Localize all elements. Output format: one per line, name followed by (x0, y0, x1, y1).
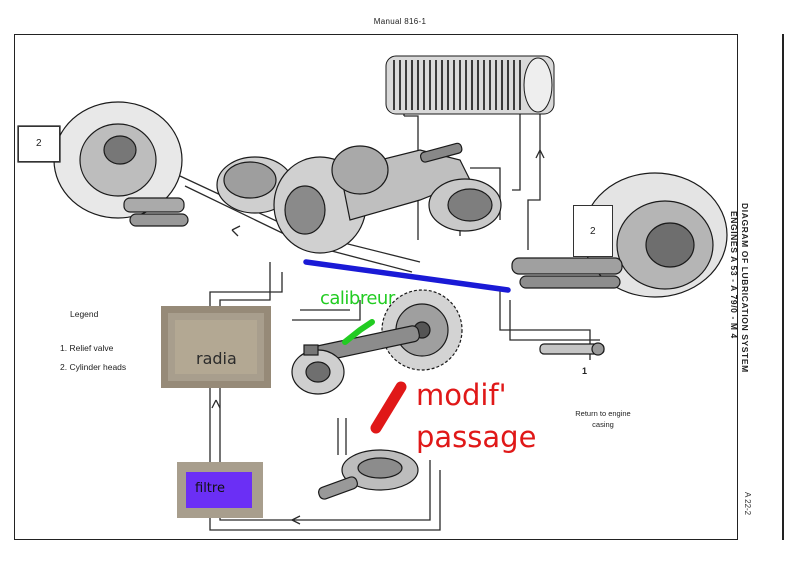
cylinder-head-label-left: 2 (18, 126, 60, 162)
radia-callout: radia (161, 306, 271, 388)
radia-callout-inner (175, 320, 257, 374)
cylinder-head-number-right: 2 (590, 226, 596, 237)
blue-mark-line (303, 259, 511, 293)
modif-annotation-line-1: modif' (416, 378, 507, 412)
return-note: Return to engine casing (553, 408, 653, 430)
filtre-label: filtre (195, 481, 225, 496)
legend-item-relief-valve: 1. Relief valve (60, 343, 114, 353)
diagram-title-line-1: DIAGRAM OF LUBRICATION SYSTEM (740, 203, 750, 373)
red-mark-stroke (370, 381, 407, 434)
diagram-frame (14, 34, 738, 540)
calibreur-annotation: calibreur (320, 288, 395, 309)
green-mark-stroke (342, 319, 375, 345)
legend-item-cylinder-heads: 2. Cylinder heads (60, 362, 127, 372)
return-note-line-2: casing (592, 420, 614, 429)
cylinder-head-label-right: 2 (573, 205, 613, 257)
radia-label: radia (196, 349, 237, 368)
filtre-callout-inner: filtre (186, 472, 252, 508)
modif-annotation-line-2: passage (416, 420, 537, 454)
manual-header: Manual 816-1 (373, 17, 427, 26)
page-code-text: A 22-2 (743, 492, 752, 516)
filtre-callout: filtre (177, 462, 263, 518)
relief-valve-number: 1 (582, 366, 588, 376)
legend-title: Legend (70, 309, 99, 319)
page-edge-rule (782, 34, 784, 540)
return-note-line-1: Return to engine (575, 409, 631, 418)
cylinder-head-number-left: 2 (36, 138, 42, 149)
diagram-title-line-2: ENGINES A 53 - A 79/0 - M 4 (729, 211, 739, 339)
